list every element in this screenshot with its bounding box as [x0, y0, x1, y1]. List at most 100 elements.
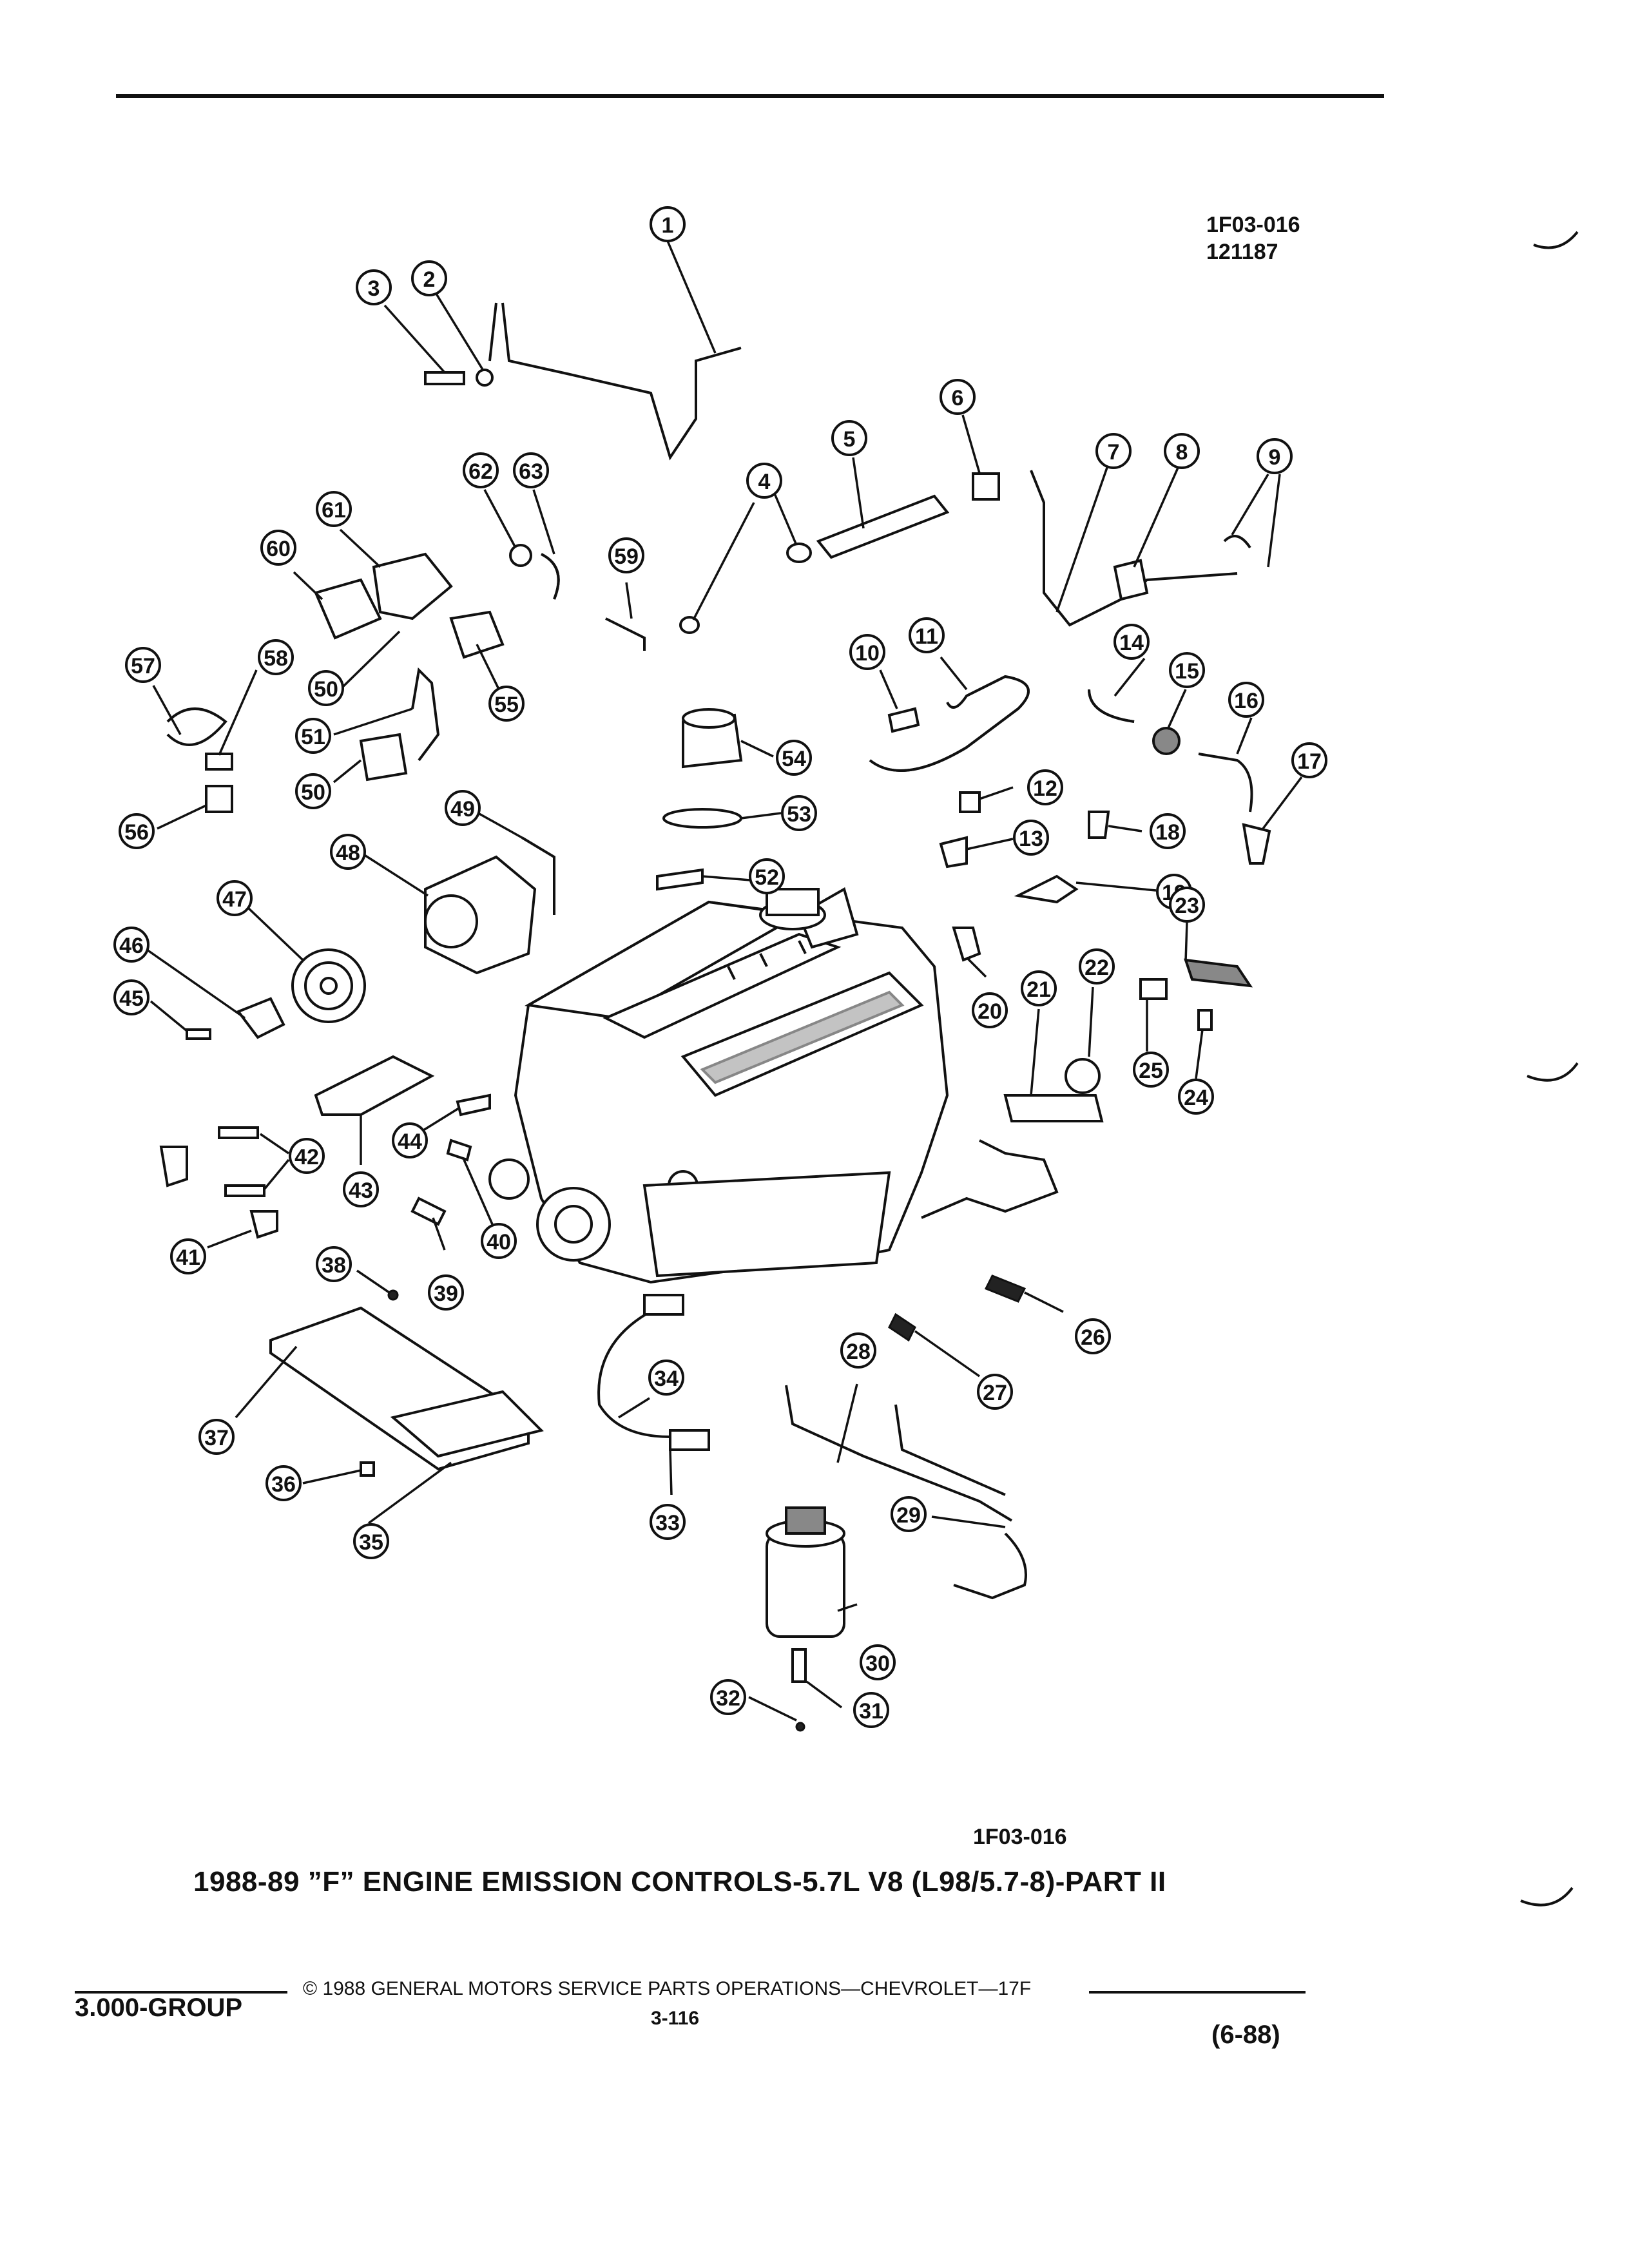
callout-29-label: 29 — [896, 1503, 921, 1528]
callout-47: 47 — [217, 880, 253, 916]
footer-page-number: 3-116 — [651, 2008, 700, 2029]
part-57-hose — [166, 707, 227, 746]
callout-41: 41 — [170, 1238, 206, 1274]
callout-48-label: 48 — [336, 841, 360, 865]
callout-50-label: 50 — [314, 677, 338, 702]
callout-39: 39 — [428, 1274, 464, 1311]
callout-43-label: 43 — [349, 1178, 373, 1203]
callout-63: 63 — [513, 452, 549, 488]
callout-7-label: 7 — [1108, 440, 1120, 465]
part-6-valve — [972, 472, 1000, 501]
part-3-bolt — [424, 371, 465, 385]
footer-group-rule — [75, 1991, 287, 1994]
callout-25-label: 25 — [1139, 1059, 1163, 1083]
callout-57-label: 57 — [131, 654, 155, 678]
callout-27-label: 27 — [983, 1381, 1007, 1405]
callout-34: 34 — [648, 1360, 684, 1396]
callout-41-label: 41 — [176, 1245, 200, 1270]
callout-14: 14 — [1113, 624, 1150, 660]
part-23-connector — [1184, 958, 1253, 988]
footer-right-rule — [1089, 1991, 1306, 1994]
callout-51-label: 51 — [301, 725, 325, 749]
callout-58: 58 — [258, 639, 294, 675]
part-19-switch — [1014, 874, 1079, 904]
part-15-grommet — [1152, 727, 1181, 755]
callout-5-label: 5 — [843, 427, 856, 452]
callout-56-label: 56 — [124, 820, 149, 845]
callout-60: 60 — [260, 530, 296, 566]
callout-26: 26 — [1075, 1318, 1111, 1354]
part-43-bracket — [314, 1055, 435, 1116]
callout-62-label: 62 — [468, 459, 493, 484]
callout-8-label: 8 — [1176, 440, 1188, 465]
callout-17: 17 — [1291, 742, 1327, 778]
binder-mark-top — [1533, 231, 1579, 249]
figure-title: 1988-89 ”F” ENGINE EMISSION CONTROLS-5.7… — [193, 1866, 1166, 1898]
part-32-clip — [795, 1722, 805, 1732]
callout-44: 44 — [392, 1122, 428, 1158]
callout-40: 40 — [481, 1223, 517, 1259]
callout-9: 9 — [1257, 438, 1293, 474]
callout-46-label: 46 — [119, 934, 144, 958]
callout-17-label: 17 — [1297, 749, 1322, 774]
callout-18-label: 18 — [1155, 820, 1180, 845]
callout-43: 43 — [343, 1171, 379, 1207]
part-38-nut — [387, 1289, 399, 1301]
callout-54: 54 — [776, 740, 812, 776]
part-53-gasket — [662, 808, 742, 829]
callout-52-label: 52 — [755, 865, 779, 890]
part-7-pipe — [1030, 470, 1238, 627]
callout-47-label: 47 — [222, 887, 247, 912]
part-34-sensor — [643, 1294, 684, 1316]
callout-57: 57 — [125, 647, 161, 683]
callout-50b: 50 — [295, 773, 331, 809]
callout-49: 49 — [445, 790, 481, 826]
part-24-bolt — [1197, 1009, 1213, 1031]
part-59-elbow — [605, 617, 646, 651]
part-18-sensor — [1088, 811, 1110, 839]
binder-mark-bottom — [1520, 1887, 1574, 1907]
callout-15-label: 15 — [1175, 659, 1199, 684]
figure-code: 1F03-016 — [1206, 213, 1300, 237]
part-9-clip — [1223, 535, 1251, 549]
part-1-air-tube — [501, 302, 742, 461]
part-13-elbow — [939, 836, 968, 869]
footer-revision-date: (6-88) — [1211, 2021, 1280, 2049]
callout-36: 36 — [265, 1465, 302, 1501]
part-4b-clamp — [679, 616, 700, 634]
callout-32-label: 32 — [716, 1686, 740, 1711]
part-41-bracket — [159, 1146, 188, 1187]
callout-9-label: 9 — [1269, 445, 1281, 470]
callout-42-label: 42 — [294, 1145, 319, 1169]
callout-40-label: 40 — [487, 1230, 511, 1254]
callout-59-label: 59 — [614, 544, 639, 569]
callout-59: 59 — [608, 537, 644, 573]
part-30-canister — [766, 1532, 845, 1638]
callout-12-label: 12 — [1033, 776, 1057, 801]
callout-24-label: 24 — [1184, 1086, 1208, 1110]
callout-62: 62 — [463, 452, 499, 488]
callout-10-label: 10 — [855, 641, 880, 666]
callout-55: 55 — [488, 686, 525, 722]
part-26-sensor — [984, 1274, 1027, 1303]
callout-61-label: 61 — [322, 498, 346, 523]
callout-3-label: 3 — [368, 276, 380, 301]
callout-60-label: 60 — [266, 537, 291, 561]
callout-39-label: 39 — [434, 1282, 458, 1306]
callout-16-label: 16 — [1234, 689, 1258, 713]
callout-33-label: 33 — [655, 1511, 680, 1535]
callout-26-label: 26 — [1081, 1325, 1105, 1350]
callout-53: 53 — [781, 795, 817, 831]
callout-38-label: 38 — [322, 1253, 346, 1278]
top-rule — [116, 94, 1384, 98]
callout-4: 4 — [746, 463, 782, 499]
callout-45: 45 — [113, 979, 149, 1015]
callout-53-label: 53 — [787, 802, 811, 827]
callout-2: 2 — [411, 260, 447, 296]
callout-28: 28 — [840, 1332, 876, 1369]
callout-32: 32 — [710, 1679, 746, 1715]
part-4-clamp — [786, 543, 812, 563]
callout-31: 31 — [853, 1692, 889, 1728]
part-16-hose — [1198, 753, 1253, 812]
figure-code-bottom: 1F03-016 — [973, 1825, 1067, 1849]
